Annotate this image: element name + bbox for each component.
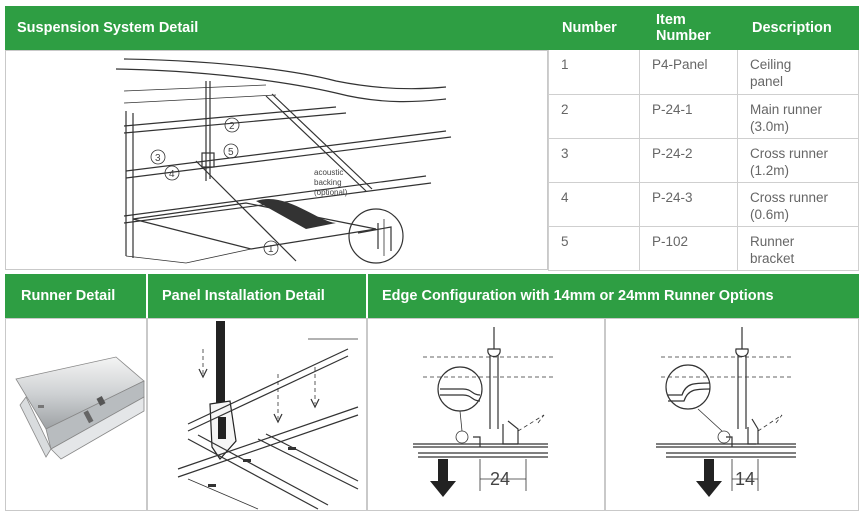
header-item-label: Item Number (656, 12, 711, 44)
row-2-number: 2 (548, 95, 640, 139)
callout-4: 4 (169, 169, 175, 180)
row-4-item: P-24-3 (640, 183, 738, 227)
row-1-number: 1 (548, 50, 640, 95)
runner-panel (5, 318, 147, 511)
row-4-number: 4 (548, 183, 640, 227)
edge-24-panel: 24 (367, 318, 605, 511)
row-5-desc: Runner bracket (738, 227, 859, 271)
edge-24-drawing: 24 (413, 327, 553, 497)
edge-14-drawing: 14 (656, 327, 796, 497)
row-1-desc: Ceiling panel (738, 50, 859, 95)
edge-14-panel: 14 (605, 318, 859, 511)
dimension-24: 24 (490, 469, 510, 489)
row-5-item: P-102 (640, 227, 738, 271)
edge-header: Edge Configuration with 14mm or 24mm Run… (367, 274, 859, 318)
table-header-description: Description (738, 6, 859, 50)
callout-2: 2 (229, 121, 235, 132)
table-header-number: Number (548, 6, 640, 50)
edge-title: Edge Configuration with 14mm or 24mm Run… (382, 288, 774, 304)
header-description-label: Description (752, 20, 832, 36)
panel-header: Panel Installation Detail (147, 274, 366, 318)
row-2-item: P-24-1 (640, 95, 738, 139)
runner-title: Runner Detail (21, 288, 116, 304)
acoustic-note-line-3: (optional) (314, 188, 348, 197)
row-3-desc: Cross runner (1.2m) (738, 139, 859, 183)
row-5-number: 5 (548, 227, 640, 271)
acoustic-note-line-2: backing (314, 178, 342, 187)
runner-drawing (15, 356, 145, 460)
row-4-desc: Cross runner (0.6m) (738, 183, 859, 227)
panel-title: Panel Installation Detail (162, 288, 325, 304)
callout-3: 3 (155, 153, 161, 164)
row-1-item: P4-Panel (640, 50, 738, 95)
dimension-14: 14 (735, 469, 755, 489)
acoustic-note-line-1: acoustic (314, 168, 343, 177)
suspension-panel: 1 2 3 4 5 acoustic backing (optional) (5, 50, 548, 270)
callout-5: 5 (228, 147, 234, 158)
acoustic-note: acoustic backing (optional) (314, 168, 348, 197)
header-number-label: Number (562, 20, 617, 36)
suspension-title: Suspension System Detail (17, 20, 199, 36)
table-header-item: Item Number (640, 6, 738, 50)
callout-1: 1 (268, 244, 274, 255)
row-3-item: P-24-2 (640, 139, 738, 183)
row-3-number: 3 (548, 139, 640, 183)
panel-install-panel (147, 318, 367, 511)
runner-header: Runner Detail (5, 274, 146, 318)
suspension-drawing: 1 2 3 4 5 acoustic backing (optional) (115, 58, 452, 264)
row-2-desc: Main runner (3.0m) (738, 95, 859, 139)
panel-install-drawing (177, 321, 359, 510)
suspension-header: Suspension System Detail (5, 6, 548, 50)
